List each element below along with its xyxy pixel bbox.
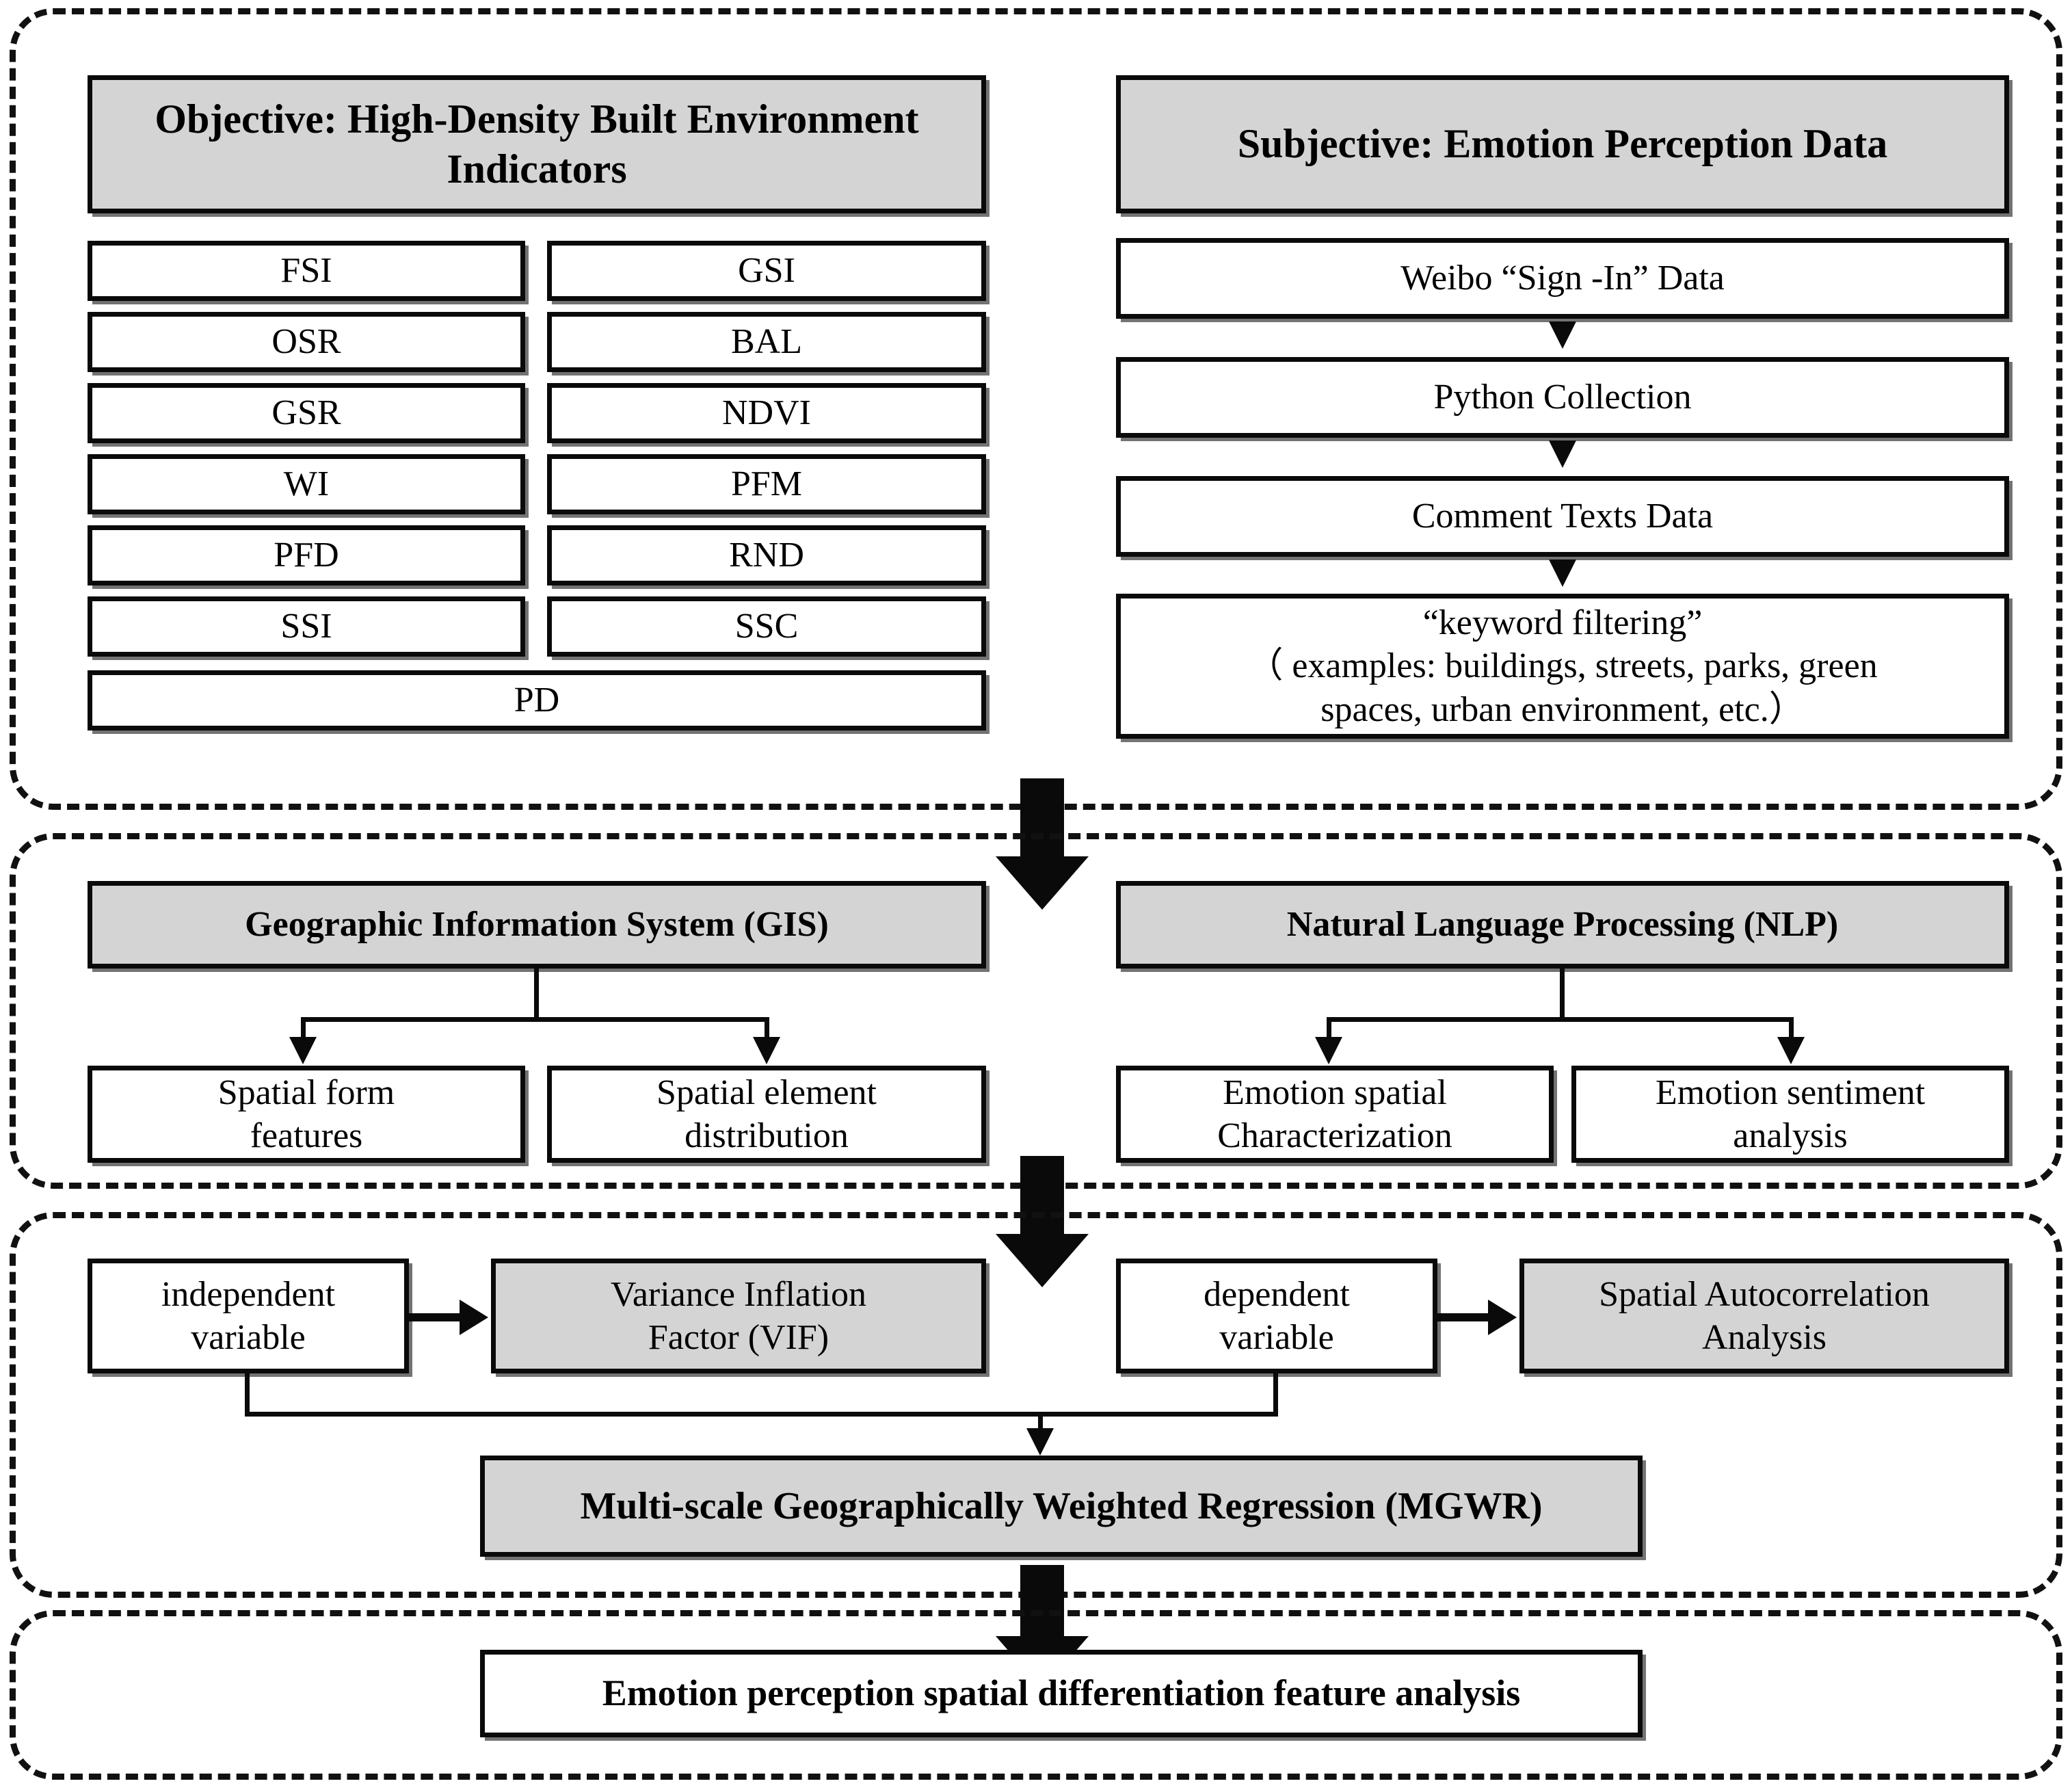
connector-line	[1327, 1017, 1794, 1022]
indicator-label: GSR	[271, 393, 341, 433]
nlp-header-box: Natural Language Processing (NLP)	[1116, 881, 2009, 969]
nlp-child-line2: analysis	[1733, 1116, 1848, 1155]
connector-line	[245, 1412, 1278, 1417]
arrowhead-down-icon	[753, 1037, 780, 1064]
indicator-box: GSR	[88, 383, 525, 443]
indicator-label: PFM	[730, 464, 803, 504]
independent-variable-line2: variable	[191, 1318, 306, 1357]
nlp-header-label: Natural Language Processing (NLP)	[1286, 905, 1839, 945]
subjective-step-box: Comment Texts Data	[1116, 476, 2009, 557]
arrowhead-down-icon	[1549, 560, 1576, 587]
result-box: Emotion perception spatial differentiati…	[480, 1650, 1643, 1737]
indicator-box: PFD	[88, 525, 525, 585]
keyword-filtering-line3: spaces, urban environment, etc.）	[1320, 689, 1805, 729]
connector-line	[534, 969, 539, 1019]
arrowhead-down-icon	[1026, 1428, 1054, 1456]
arrowhead-right-icon	[460, 1300, 488, 1335]
gis-child-box-spatial-form-features: Spatial form features	[88, 1066, 525, 1163]
indicator-box: RND	[547, 525, 986, 585]
gis-child-line1: Spatial form	[217, 1072, 395, 1112]
nlp-child-line1: Emotion sentiment	[1655, 1072, 1926, 1112]
indicator-box: SSI	[88, 596, 525, 657]
subjective-header-box: Subjective: Emotion Perception Data	[1116, 75, 2009, 213]
nlp-child-box-emotion-spatial-characterization: Emotion spatial Characterization	[1116, 1066, 1554, 1163]
connector-line	[1437, 1313, 1492, 1321]
arrowhead-right-icon	[1488, 1300, 1517, 1335]
connector-line	[301, 1017, 306, 1040]
subjective-step-box: Weibo “Sign -In” Data	[1116, 238, 2009, 319]
connector-line	[1789, 1017, 1794, 1040]
subjective-step-label: Comment Texts Data	[1411, 497, 1714, 536]
dependent-variable-line2: variable	[1219, 1318, 1334, 1357]
spatial-autocorrelation-line2: Analysis	[1702, 1318, 1827, 1357]
arrowhead-down-icon	[1777, 1037, 1805, 1064]
nlp-child-line2: Characterization	[1217, 1116, 1452, 1155]
indicator-label: RND	[729, 536, 804, 575]
indicator-label: SSI	[280, 607, 332, 646]
block-arrow-down-icon	[996, 778, 1089, 910]
gis-header-box: Geographic Information System (GIS)	[88, 881, 986, 969]
keyword-filtering-line2: （ examples: buildings, streets, parks, g…	[1247, 646, 1878, 686]
indicator-box: FSI	[88, 241, 525, 301]
subjective-step-box: Python Collection	[1116, 357, 2009, 438]
indicator-box-pd: PD	[88, 670, 986, 731]
vif-line2: Factor (VIF)	[648, 1318, 829, 1357]
arrowhead-down-icon	[289, 1037, 317, 1064]
spatial-autocorrelation-box: Spatial Autocorrelation Analysis	[1519, 1259, 2009, 1373]
indicator-label: NDVI	[722, 393, 811, 433]
indicator-box: SSC	[547, 596, 986, 657]
subjective-header-label: Subjective: Emotion Perception Data	[1237, 121, 1888, 167]
indicator-box: OSR	[88, 312, 525, 372]
keyword-filtering-line1: “keyword filtering”	[1422, 603, 1703, 642]
section-result	[10, 1610, 2062, 1780]
connector-line	[301, 1017, 769, 1022]
indicator-box: PFM	[547, 454, 986, 514]
connector-line	[1038, 1412, 1043, 1432]
connector-line	[409, 1313, 464, 1321]
vif-box: Variance Inflation Factor (VIF)	[491, 1259, 986, 1373]
gis-child-box-spatial-element-distribution: Spatial element distribution	[547, 1066, 986, 1163]
indicator-box: WI	[88, 454, 525, 514]
objective-header-box: Objective: High-Density Built Environmen…	[88, 75, 986, 213]
dependent-variable-box: dependent variable	[1116, 1259, 1437, 1373]
objective-header-label: Objective: High-Density Built Environmen…	[155, 96, 919, 192]
indicator-label: PFD	[274, 536, 339, 575]
dependent-variable-line1: dependent	[1204, 1274, 1350, 1314]
vif-line1: Variance Inflation	[611, 1274, 866, 1314]
gis-child-line1: Spatial element	[656, 1072, 877, 1112]
connector-line	[765, 1017, 769, 1040]
connector-line	[1560, 969, 1565, 1019]
block-arrow-down-icon	[996, 1156, 1089, 1287]
connector-line	[245, 1373, 250, 1416]
indicator-box: NDVI	[547, 383, 986, 443]
indicator-label: SSC	[734, 607, 799, 646]
subjective-step-label: Python Collection	[1433, 378, 1692, 417]
indicator-label: GSI	[738, 251, 795, 291]
independent-variable-line1: independent	[161, 1274, 336, 1314]
gis-child-line2: features	[250, 1116, 363, 1155]
nlp-child-line1: Emotion spatial	[1223, 1072, 1447, 1112]
gis-child-line2: distribution	[685, 1116, 849, 1155]
indicator-label: OSR	[271, 322, 341, 362]
mgwr-label: Multi-scale Geographically Weighted Regr…	[580, 1484, 1543, 1527]
arrowhead-down-icon	[1549, 440, 1576, 468]
spatial-autocorrelation-line1: Spatial Autocorrelation	[1599, 1274, 1930, 1314]
independent-variable-box: independent variable	[88, 1259, 409, 1373]
gis-header-label: Geographic Information System (GIS)	[245, 905, 829, 945]
nlp-child-box-emotion-sentiment-analysis: Emotion sentiment analysis	[1571, 1066, 2009, 1163]
indicator-label: PD	[514, 681, 560, 720]
indicator-box: BAL	[547, 312, 986, 372]
indicator-label: BAL	[731, 322, 802, 362]
connector-line	[1327, 1017, 1331, 1040]
arrowhead-down-icon	[1315, 1037, 1342, 1064]
result-label: Emotion perception spatial differentiati…	[602, 1672, 1521, 1714]
indicator-box: GSI	[547, 241, 986, 301]
subjective-step-label: Weibo “Sign -In” Data	[1400, 259, 1725, 298]
connector-line	[1273, 1373, 1278, 1416]
arrowhead-down-icon	[1549, 321, 1576, 349]
mgwr-box: Multi-scale Geographically Weighted Regr…	[480, 1456, 1643, 1557]
indicator-label: FSI	[280, 251, 332, 291]
indicator-label: WI	[283, 464, 330, 504]
keyword-filtering-box: “keyword filtering” （ examples: building…	[1116, 594, 2009, 739]
